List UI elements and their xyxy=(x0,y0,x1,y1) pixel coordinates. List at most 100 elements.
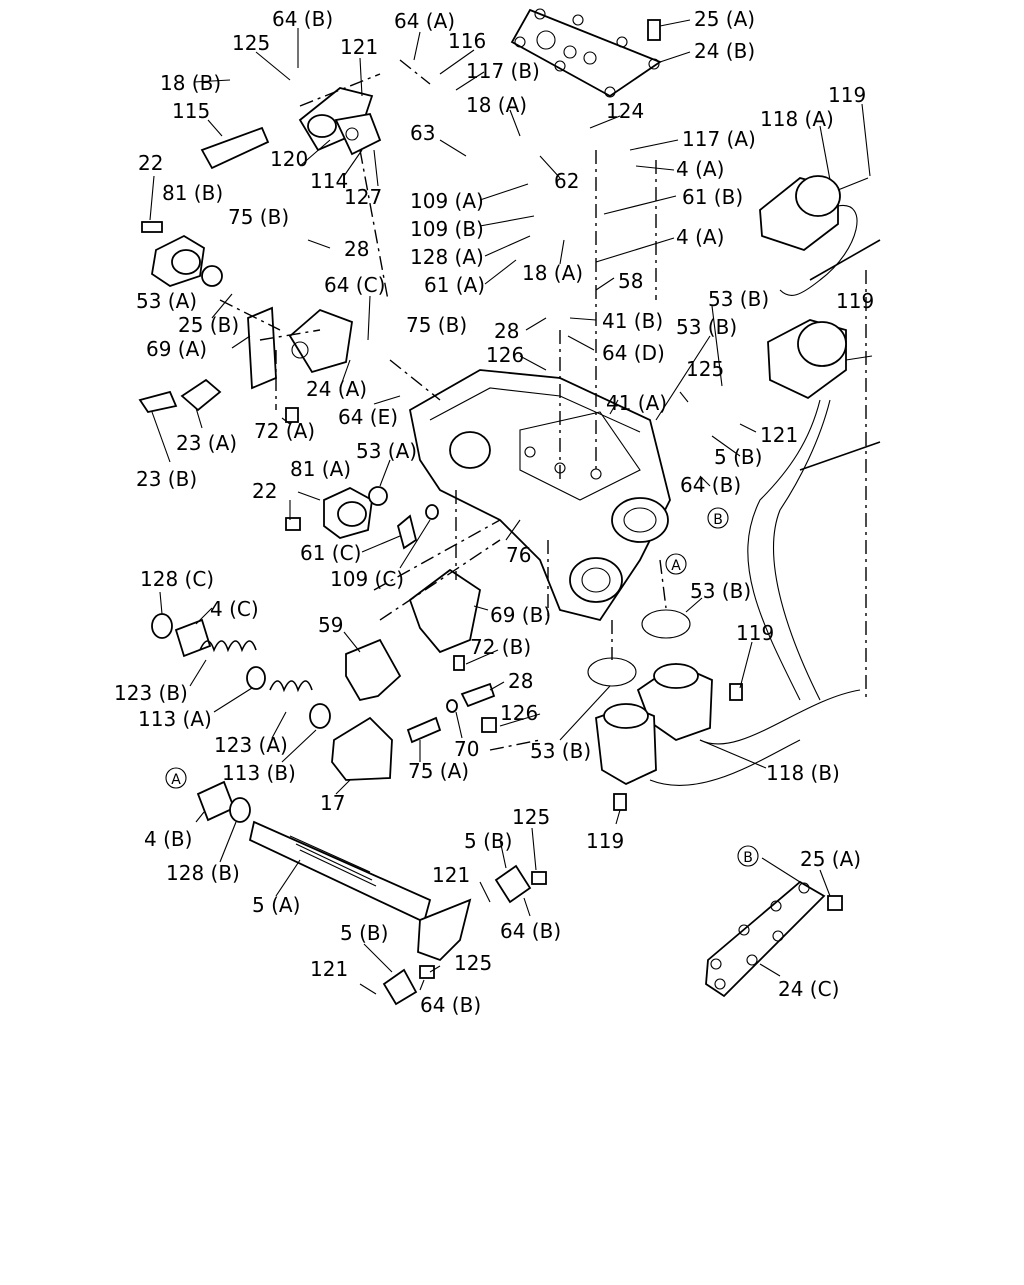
label-25a-top: 25 (A) xyxy=(694,7,755,31)
label-123b: 123 (B) xyxy=(114,681,188,705)
bolt-126-low xyxy=(481,717,497,733)
pipe-28-low xyxy=(460,682,496,708)
bolt-119-low xyxy=(729,683,743,701)
cover-plate-24b xyxy=(510,8,662,98)
label-23a: 23 (A) xyxy=(176,431,237,455)
label-127: 127 xyxy=(344,185,382,209)
washer-113a xyxy=(246,666,266,690)
shaft-5a xyxy=(248,820,472,962)
o-ring-53b-low xyxy=(641,609,691,639)
label-53b-bot: 53 (B) xyxy=(530,739,591,763)
actuator-118a-top xyxy=(759,175,881,296)
label-64a: 64 (A) xyxy=(394,9,455,33)
connector-81b xyxy=(151,234,205,287)
label-64b-bot2: 64 (B) xyxy=(420,993,481,1017)
part-labels: 64 (B) 125 121 64 (A) 116 25 (A) 24 (B) … xyxy=(114,7,874,1017)
sleeve-4b xyxy=(196,780,236,822)
label-4a-mid: 4 (A) xyxy=(676,225,724,249)
label-41a: 41 (A) xyxy=(606,391,667,415)
label-109a: 109 (A) xyxy=(410,189,484,213)
cover-24a xyxy=(288,308,353,374)
svg-text:B: B xyxy=(743,850,753,866)
label-113a: 113 (A) xyxy=(138,707,212,731)
label-5b-bot: 5 (B) xyxy=(464,829,512,853)
label-115: 115 xyxy=(172,99,210,123)
label-118b: 118 (B) xyxy=(766,761,840,785)
label-23b: 23 (B) xyxy=(136,467,197,491)
label-59: 59 xyxy=(318,613,343,637)
label-117b: 117 (B) xyxy=(466,59,540,83)
label-126-mid: 126 xyxy=(486,343,524,367)
label-22-mid: 22 xyxy=(252,479,277,503)
label-76: 76 xyxy=(506,543,531,567)
label-53b-mid: 53 (B) xyxy=(676,315,737,339)
label-69a: 69 (A) xyxy=(146,337,207,361)
o-ring-53a-mid xyxy=(368,486,388,506)
bolt-125-bot xyxy=(531,871,547,885)
bolt-125-bot2 xyxy=(419,965,435,979)
actuator-118b-right xyxy=(636,662,713,742)
label-119-bot: 119 xyxy=(586,829,624,853)
lever-5b-low xyxy=(382,968,418,1006)
o-ring-53b-bot xyxy=(587,657,637,687)
bracket-114 xyxy=(334,112,382,156)
bracket-17 xyxy=(331,716,393,781)
label-119-low: 119 xyxy=(736,621,774,645)
label-75b-mid: 75 (B) xyxy=(406,313,467,337)
label-62: 62 xyxy=(554,169,579,193)
label-24b: 24 (B) xyxy=(694,39,755,63)
o-ring-53a-top xyxy=(201,265,223,287)
label-72a: 72 (A) xyxy=(254,419,315,443)
label-128c: 128 (C) xyxy=(140,567,214,591)
bolt-25a-bot xyxy=(827,895,843,911)
label-18b: 18 (B) xyxy=(160,71,221,95)
leader-lines xyxy=(149,28,871,995)
label-121-bot: 121 xyxy=(432,863,470,887)
callout-a-shaft: A xyxy=(165,767,187,789)
bolt-72b xyxy=(453,655,465,671)
label-64b-bot1: 64 (B) xyxy=(500,919,561,943)
lever-5b-mid xyxy=(494,864,532,904)
label-114: 114 xyxy=(310,169,348,193)
label-64b-mid: 64 (B) xyxy=(680,473,741,497)
seal-128b xyxy=(229,797,251,823)
label-61a: 61 (A) xyxy=(424,273,485,297)
label-123a: 123 (A) xyxy=(214,733,288,757)
svg-text:A: A xyxy=(171,772,181,788)
svg-text:A: A xyxy=(671,558,681,574)
actuator-118a-mid xyxy=(747,319,881,701)
label-28-low: 28 xyxy=(508,669,533,693)
label-25a-bot: 25 (A) xyxy=(800,847,861,871)
label-119-top: 119 xyxy=(828,83,866,107)
bolt-119-bot xyxy=(613,793,627,811)
label-113b: 113 (B) xyxy=(222,761,296,785)
label-64c: 64 (C) xyxy=(324,273,385,297)
label-125-bot: 125 xyxy=(512,805,550,829)
label-53b-top: 53 (B) xyxy=(708,287,769,311)
label-75b-top: 75 (B) xyxy=(228,205,289,229)
label-69b: 69 (B) xyxy=(490,603,551,627)
label-4a-top: 4 (A) xyxy=(676,157,724,181)
washer-70 xyxy=(446,699,458,713)
label-5b-mid: 5 (B) xyxy=(714,445,762,469)
label-53a-top: 53 (A) xyxy=(136,289,197,313)
label-126-low: 126 xyxy=(500,701,538,725)
label-58: 58 xyxy=(618,269,643,293)
washer-113b xyxy=(309,703,331,729)
callout-b-housing: B xyxy=(707,507,729,529)
label-28-mid: 28 xyxy=(494,319,519,343)
label-70: 70 xyxy=(454,737,479,761)
bracket-69a xyxy=(247,306,277,390)
bolt-25a-top xyxy=(647,19,691,41)
label-63: 63 xyxy=(410,121,435,145)
label-53a-mid: 53 (A) xyxy=(356,439,417,463)
label-64d: 64 (D) xyxy=(602,341,665,365)
label-120: 120 xyxy=(270,147,308,171)
label-81b: 81 (B) xyxy=(162,181,223,205)
bolt-72a xyxy=(285,407,299,423)
label-124: 124 xyxy=(606,99,644,123)
label-109c: 109 (C) xyxy=(330,567,404,591)
label-4b: 4 (B) xyxy=(144,827,192,851)
label-125-top: 125 xyxy=(232,31,270,55)
